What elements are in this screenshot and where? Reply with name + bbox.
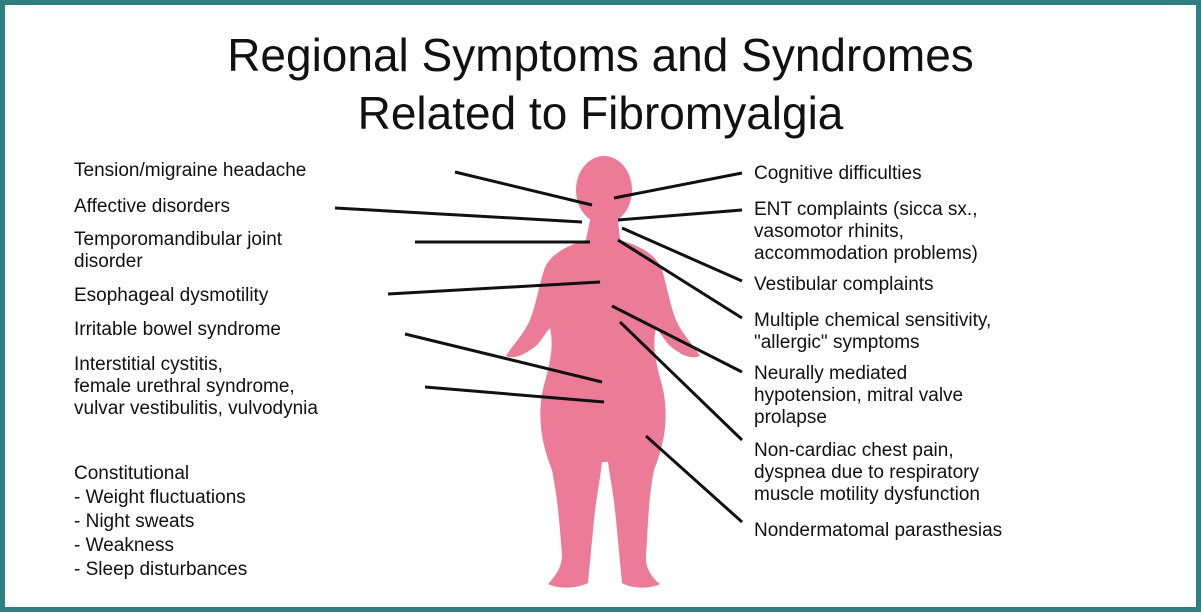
label-text: muscle motility dysfunction bbox=[754, 484, 980, 506]
label-text: hypotension, mitral valve bbox=[754, 385, 963, 407]
label-text: Esophageal dysmotility bbox=[74, 285, 268, 307]
label-text: Multiple chemical sensitivity, bbox=[754, 310, 991, 332]
label-text: Temporomandibular joint bbox=[74, 229, 282, 251]
label-text: vulvar vestibulitis, vulvodynia bbox=[74, 398, 318, 420]
label-text: ENT complaints (sicca sx., bbox=[754, 199, 978, 221]
label-text: accommodation problems) bbox=[754, 243, 978, 265]
label-text: dyspnea due to respiratory bbox=[754, 462, 980, 484]
pointer-ent bbox=[618, 210, 742, 220]
label-hypotension: Neurally mediated hypotension, mitral va… bbox=[754, 363, 963, 429]
label-vestibular: Vestibular complaints bbox=[754, 274, 934, 296]
constitutional-item: - Weight fluctuations bbox=[74, 486, 247, 510]
pointer-cognitive bbox=[614, 173, 742, 198]
head bbox=[576, 156, 632, 224]
pointer-affective-disorders bbox=[335, 208, 582, 222]
label-text: Neurally mediated bbox=[754, 363, 963, 385]
label-tension-headache: Tension/migraine headache bbox=[74, 160, 306, 182]
label-text: Non-cardiac chest pain, bbox=[754, 440, 980, 462]
label-text: female urethral syndrome, bbox=[74, 376, 318, 398]
label-chest-pain: Non-cardiac chest pain, dyspnea due to r… bbox=[754, 440, 980, 506]
label-text: prolapse bbox=[754, 407, 963, 429]
constitutional-item: - Night sweats bbox=[74, 510, 247, 534]
label-parasthesias: Nondermatomal parasthesias bbox=[754, 520, 1002, 542]
label-text: Interstitial cystitis, bbox=[74, 354, 318, 376]
pointer-tension-headache bbox=[455, 172, 592, 205]
constitutional-item: - Weakness bbox=[74, 534, 247, 558]
constitutional-block: Constitutional - Weight fluctuations - N… bbox=[74, 462, 247, 582]
torso-and-legs bbox=[506, 220, 700, 588]
label-text: "allergic" symptoms bbox=[754, 332, 991, 354]
label-tmj: Temporomandibular joint disorder bbox=[74, 229, 282, 273]
label-text: Nondermatomal parasthesias bbox=[754, 520, 1002, 542]
label-affective-disorders: Affective disorders bbox=[74, 196, 230, 218]
label-text: Cognitive difficulties bbox=[754, 163, 922, 185]
label-chemical-sensitivity: Multiple chemical sensitivity, "allergic… bbox=[754, 310, 991, 354]
label-text: Tension/migraine headache bbox=[74, 160, 306, 182]
label-cognitive: Cognitive difficulties bbox=[754, 163, 922, 185]
label-esophageal: Esophageal dysmotility bbox=[74, 285, 268, 307]
label-interstitial-cystitis: Interstitial cystitis, female urethral s… bbox=[74, 354, 318, 420]
label-ent: ENT complaints (sicca sx., vasomotor rhi… bbox=[754, 199, 978, 265]
label-text: Irritable bowel syndrome bbox=[74, 319, 281, 341]
label-text: vasomotor rhinits, bbox=[754, 221, 978, 243]
label-text: disorder bbox=[74, 251, 282, 273]
label-ibs: Irritable bowel syndrome bbox=[74, 319, 281, 341]
constitutional-heading: Constitutional bbox=[74, 462, 247, 486]
constitutional-item: - Sleep disturbances bbox=[74, 558, 247, 582]
label-text: Vestibular complaints bbox=[754, 274, 934, 296]
pointer-parasthesias bbox=[646, 436, 742, 522]
label-text: Affective disorders bbox=[74, 196, 230, 218]
